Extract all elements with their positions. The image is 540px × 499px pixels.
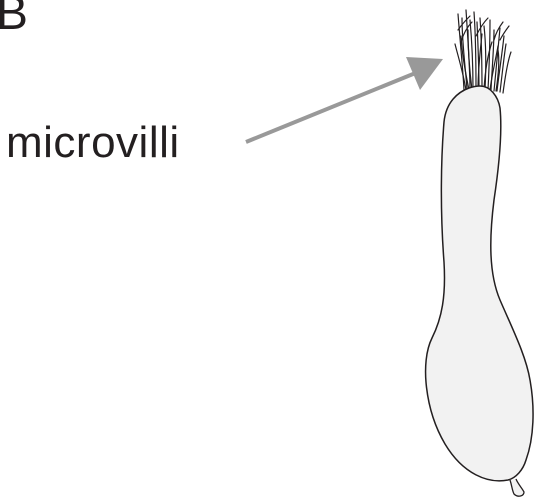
arrow-shaft — [246, 72, 418, 142]
cell-tail — [510, 479, 524, 496]
pointer-arrow — [246, 57, 443, 142]
microvilli-tuft — [455, 10, 511, 93]
cell-body — [426, 86, 533, 481]
